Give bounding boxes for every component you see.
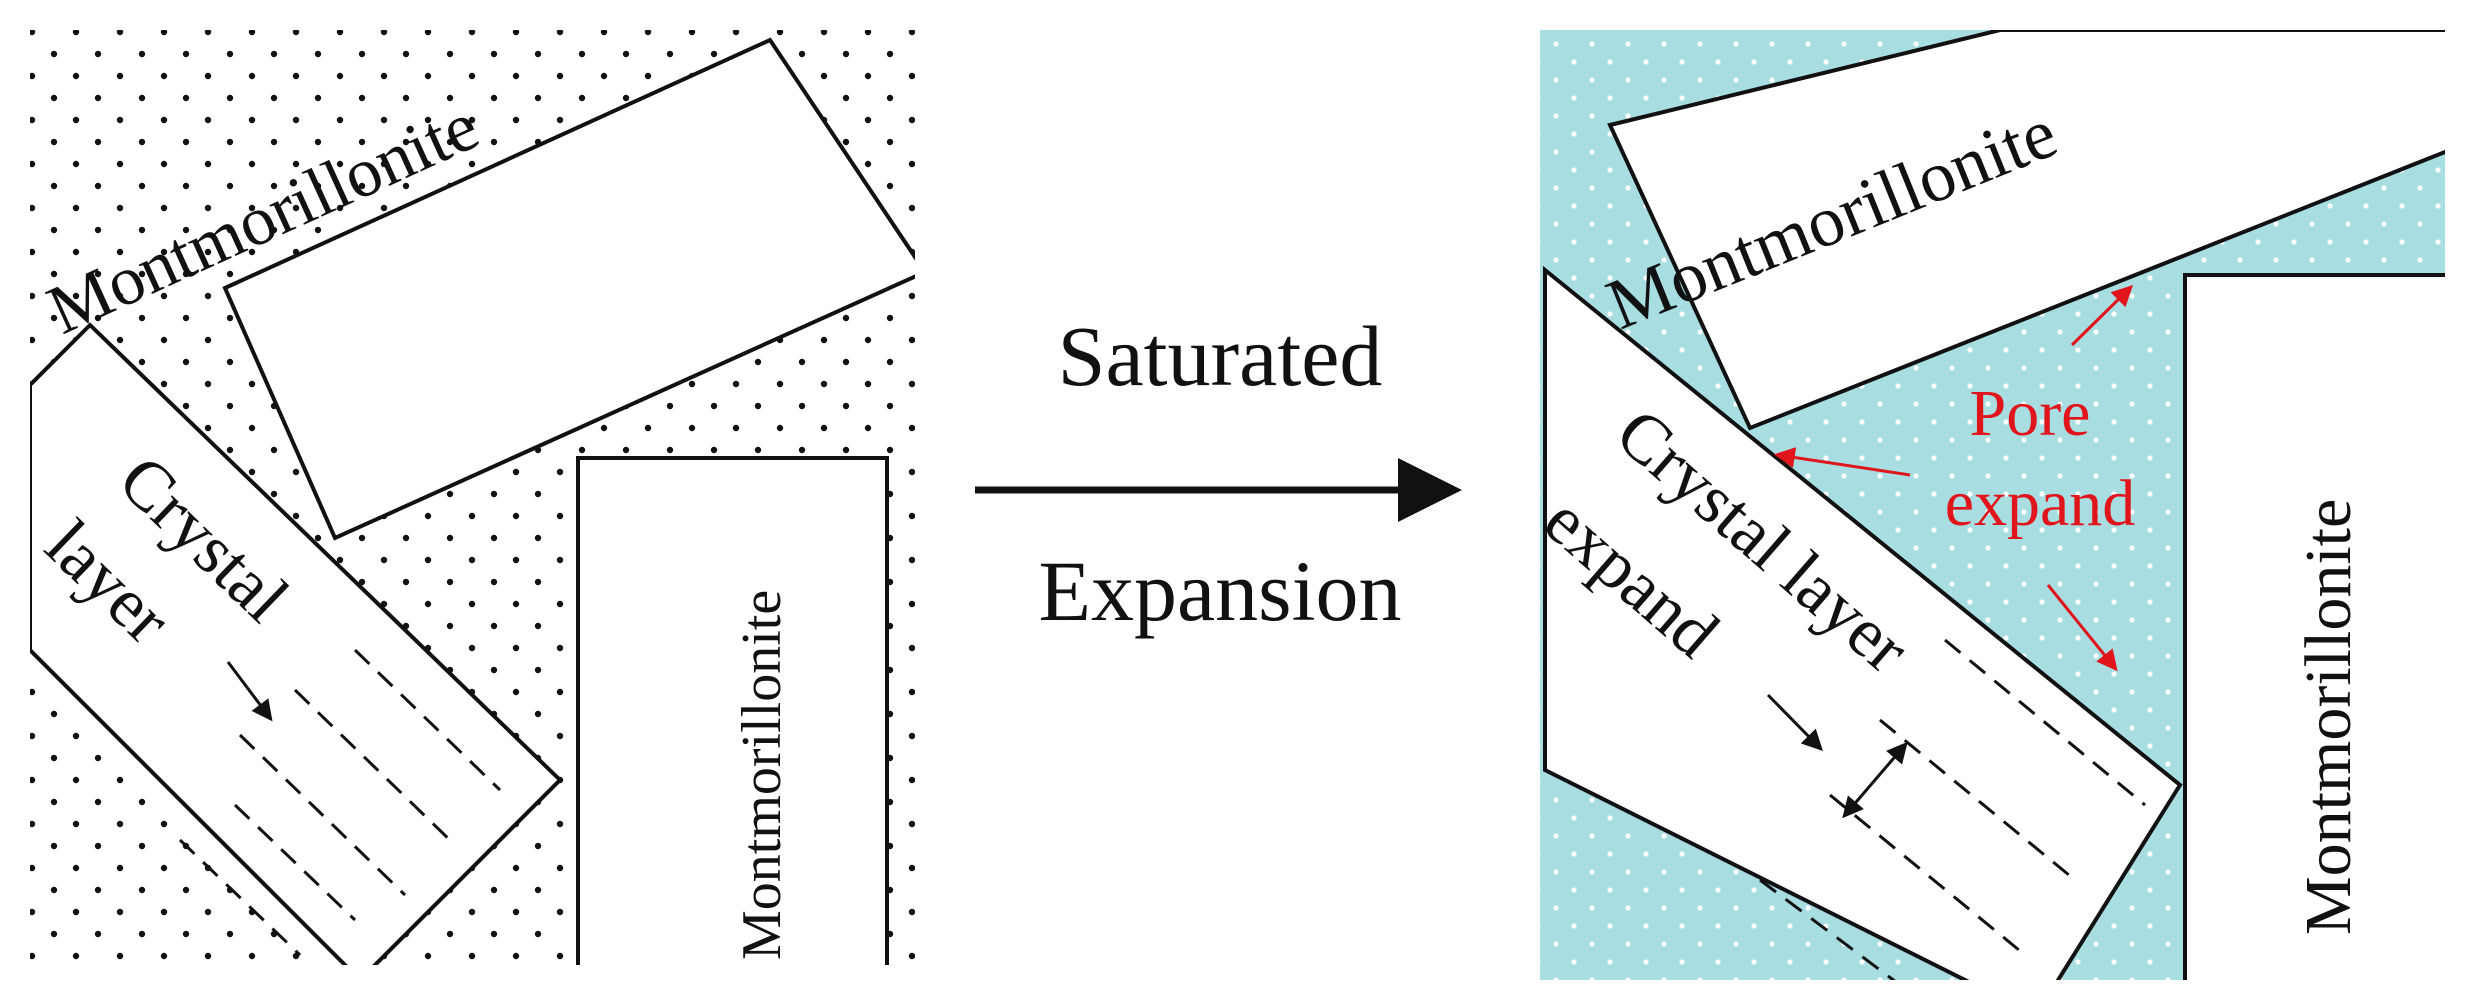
process-arrow-group: Saturated Expansion	[975, 308, 1462, 639]
left-montmorillonite-right-label: Montmorillonite	[731, 590, 793, 960]
left-crystal-pointer-arrow	[226, 661, 273, 722]
right-pore-label-line1: Pore	[1970, 377, 2091, 450]
process-label-bottom: Expansion	[1038, 543, 1401, 639]
right-expand-double-arrow	[1842, 741, 1908, 819]
right-montmorillonite-right-label: Montmorillonite	[2292, 499, 2365, 935]
right-pore-arrow-up	[2070, 285, 2133, 347]
left-montmorillonite-right-block	[576, 456, 889, 965]
right-pore-arrow-left	[1773, 447, 1911, 477]
right-montmorillonite-top-block	[1607, 30, 2445, 431]
left-montmorillonite-top-block	[222, 37, 915, 541]
left-crystal-dashed-lines	[178, 648, 502, 957]
right-panel: Montmorillonite Montmorillonite Crystal …	[1540, 30, 2445, 980]
right-montmorillonite-right-block	[2183, 273, 2445, 980]
process-arrow-head	[1398, 458, 1462, 522]
right-pore-label-line2: expand	[1945, 467, 2136, 540]
left-panel: Montmorillonite Montmorillonite Crystal …	[30, 30, 915, 965]
right-crystal-dashed-lines	[1759, 638, 2146, 980]
right-expand-pointer-arrow	[1766, 693, 1823, 751]
left-crystal-layer-slab	[30, 322, 563, 965]
process-label-top: Saturated	[1058, 308, 1383, 404]
right-crystal-layer-slab	[1543, 265, 2183, 980]
right-pore-arrow-down	[2046, 584, 2118, 672]
